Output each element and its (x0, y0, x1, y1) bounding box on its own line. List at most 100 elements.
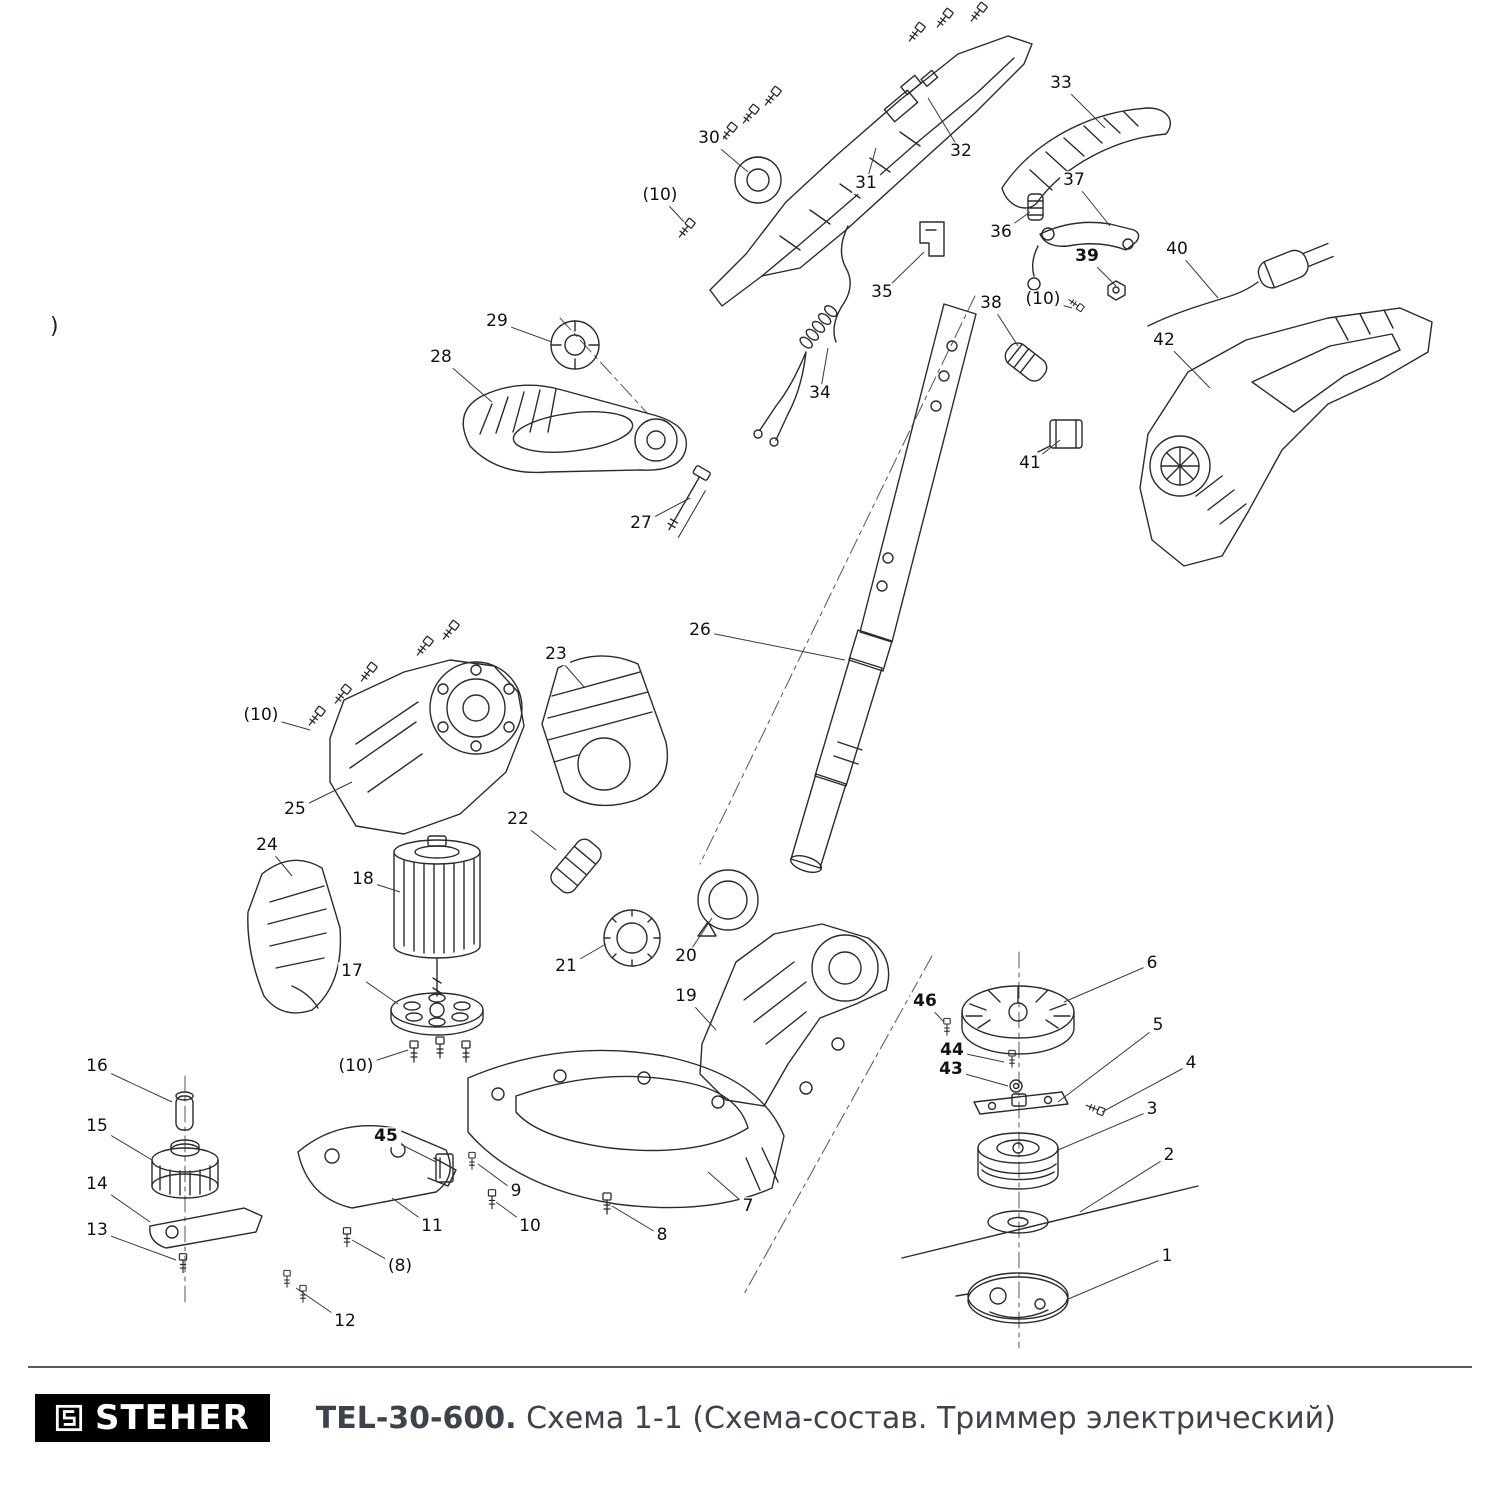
part-callout: 6 (1143, 954, 1161, 974)
part-callout: 19 (672, 987, 700, 1007)
part-33-handle-grip (1001, 107, 1171, 209)
part-36-bushing (1027, 193, 1044, 221)
part-45-blade (435, 1153, 454, 1183)
leader-line (1063, 963, 1153, 1003)
part-26-shaft (789, 303, 977, 873)
part-17-fan-plate (390, 992, 484, 1036)
leader-line (699, 630, 846, 661)
part-callout: 38 (977, 294, 1005, 314)
brand-text: STEHER (95, 1398, 250, 1438)
leader-line (1057, 1025, 1159, 1103)
part-callout: 18 (349, 870, 377, 890)
part-callout: 40 (1163, 240, 1191, 260)
part-18-motor (393, 835, 481, 997)
part-31-main-housing (709, 35, 1033, 307)
part-callout: 4 (1182, 1054, 1200, 1074)
steher-logo-icon (55, 1404, 83, 1432)
part-38-cord-guard (1004, 342, 1048, 382)
part-6-fan-wheel (961, 985, 1075, 1055)
part-callout: 31 (852, 174, 880, 194)
part-callout: 23 (542, 645, 570, 665)
stray-glyph: ) (50, 314, 59, 339)
part-35-clip (919, 221, 945, 257)
part-22-coupling (550, 838, 602, 894)
part-callout: 16 (83, 1057, 111, 1077)
part-callout: (10) (1022, 290, 1064, 310)
part-callout: 26 (686, 621, 714, 641)
part-callout: (10) (335, 1057, 377, 1077)
part-callout: 24 (253, 836, 281, 856)
part-callout: (10) (639, 186, 681, 206)
part-23-shaft-grip (541, 655, 668, 807)
leader-lines (96, 83, 1219, 1323)
diagram-subtitle: Схема 1-1 (Схема-состав. Триммер электри… (526, 1400, 1336, 1436)
part-callout: 41 (1016, 454, 1044, 474)
part-callout: 28 (427, 348, 455, 368)
part-callout: 46 (910, 992, 940, 1012)
part-callout: 5 (1149, 1016, 1167, 1036)
part-callout: 11 (418, 1217, 446, 1237)
part-callout: 17 (338, 962, 366, 982)
part-callout: 13 (83, 1221, 111, 1241)
part-42-rear-handle (1139, 307, 1433, 567)
part-20-collar (697, 869, 759, 937)
part-callout: 35 (868, 283, 896, 303)
part-37-lever (1027, 221, 1140, 291)
part-16-pin (175, 1091, 194, 1131)
part-callout: 3 (1143, 1100, 1161, 1120)
part-callout: 22 (504, 810, 532, 830)
part-callout: 43 (936, 1060, 966, 1080)
part-callout: 34 (806, 384, 834, 404)
part-34-cable (753, 225, 851, 447)
part-19-lower-housing (699, 923, 890, 1107)
part-30-knob (734, 156, 782, 204)
part-callout: 1 (1158, 1247, 1176, 1267)
model-number: TEL-30-600. (315, 1400, 517, 1436)
part-callout: 27 (627, 514, 655, 534)
part-callout: 32 (947, 142, 975, 162)
part-28-front-handle (462, 384, 688, 474)
footer-divider (28, 1366, 1472, 1368)
part-2-line-washer (901, 1185, 1199, 1259)
part-24-side-cover (247, 859, 342, 1014)
part-callout: 25 (281, 800, 309, 820)
part-40-power-cord (1147, 242, 1334, 327)
leader-line (1101, 1063, 1192, 1113)
steher-logo: STEHER (35, 1394, 270, 1442)
leader-line (1057, 1109, 1153, 1151)
part-43-washer (1009, 1079, 1023, 1093)
part-14-lever (149, 1207, 263, 1249)
center-lines (184, 295, 1020, 1349)
part-callout: 20 (672, 947, 700, 967)
part-callout: 36 (987, 223, 1015, 243)
part-callout: 42 (1150, 331, 1178, 351)
part-callout: 33 (1047, 74, 1075, 94)
part-callout: 12 (331, 1312, 359, 1332)
part-callout: 45 (371, 1127, 401, 1147)
part-callout: (10) (240, 706, 282, 726)
part-25-gear-housing (329, 659, 525, 835)
part-29-knob (550, 320, 600, 370)
part-callout: 44 (937, 1041, 967, 1061)
footer: STEHER TEL-30-600. Схема 1-1 (Схема-сост… (0, 1366, 1500, 1500)
part-1-spool-cover (955, 1272, 1069, 1324)
part-callout: 9 (507, 1182, 525, 1202)
part-callout: 7 (739, 1197, 757, 1217)
footer-content: STEHER TEL-30-600. Схема 1-1 (Схема-сост… (35, 1394, 1336, 1442)
diagram-title: TEL-30-600. Схема 1-1 (Схема-состав. Три… (316, 1401, 1336, 1436)
part-27-bolt (667, 465, 711, 538)
part-callout: 8 (653, 1226, 671, 1246)
part-callout: 15 (83, 1117, 111, 1137)
part-callout: 29 (483, 312, 511, 332)
part-callout: 30 (695, 129, 723, 149)
part-15-knob (151, 1139, 219, 1199)
part-5-blade-holder (973, 1091, 1069, 1115)
leader-line (1079, 1155, 1170, 1213)
part-7-guard (467, 1049, 785, 1209)
part-callout: 2 (1160, 1146, 1178, 1166)
part-21-nut (603, 909, 661, 967)
part-callout: 21 (552, 957, 580, 977)
leader-line (1065, 1256, 1168, 1301)
part-callout: (8) (384, 1257, 416, 1277)
